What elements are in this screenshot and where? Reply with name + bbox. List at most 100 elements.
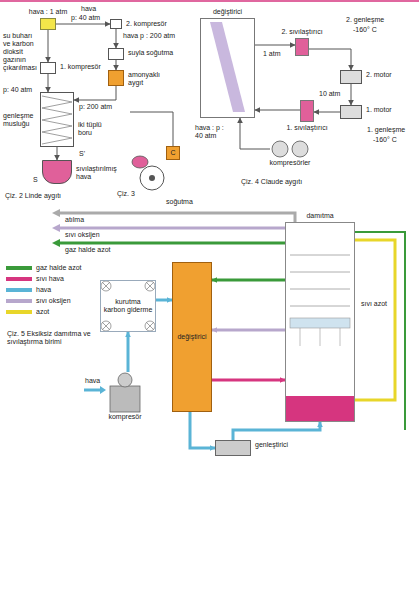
- node-text: damıtma: [305, 212, 334, 220]
- node-text: kurutma: [115, 298, 140, 306]
- legend-row: azot: [6, 306, 82, 317]
- legend-text: hava: [36, 286, 51, 293]
- legend-row: hava: [6, 284, 82, 295]
- node-text: kompresör: [107, 413, 142, 421]
- node-box: sıvılaştırılmış hava: [42, 160, 72, 184]
- legend-text: sıvı oksijen: [36, 297, 71, 304]
- connector: [48, 74, 49, 92]
- text-label: Çiz. 3: [116, 190, 136, 198]
- tray: [290, 272, 350, 273]
- outlet-line: [60, 227, 285, 230]
- node-text: sıvılaştırılmış hava: [75, 165, 113, 181]
- tube: [300, 328, 301, 346]
- node-box: suyla soğutma: [108, 48, 124, 60]
- liquid-air: [286, 396, 354, 421]
- text-label: -160° C: [372, 136, 398, 144]
- connector: [48, 30, 49, 62]
- node-box: 1. motor: [340, 105, 362, 119]
- text-label: 10 atm: [318, 90, 341, 98]
- legend-text: azot: [36, 308, 49, 315]
- node-box: genleştirici: [215, 440, 251, 456]
- node-box: kurutmakarbon giderme: [100, 280, 156, 332]
- connector: [116, 29, 117, 48]
- node-text: 1. motor: [365, 106, 393, 114]
- compressor-symbol: [272, 141, 288, 157]
- node-text: değiştirici: [177, 333, 206, 341]
- text-label: Çiz. 2 Linde aygıtı: [4, 192, 62, 200]
- text-label: genleşme musluğu: [2, 112, 40, 128]
- text-label: hava: [84, 377, 101, 385]
- node-box: değiştirici: [200, 18, 255, 118]
- legend-row: gaz halde azot: [6, 262, 82, 273]
- node-box: değiştirici: [172, 262, 212, 412]
- legend-swatch: [6, 277, 32, 281]
- legend-swatch: [6, 299, 32, 303]
- compressor-body: [110, 386, 140, 412]
- legend-text: sıvı hava: [36, 275, 64, 282]
- flask: [132, 156, 148, 168]
- node-box: iki tüplü boru: [40, 92, 74, 147]
- arrow-head: [52, 224, 60, 232]
- node-box: 2. kompresör: [110, 19, 122, 29]
- valve-cross: [102, 282, 154, 330]
- legend-row: sıvı oksijen: [6, 295, 82, 306]
- legend-row: sıvı hava: [6, 273, 82, 284]
- node-text: 2. kompresör: [125, 20, 168, 28]
- column-trays: [290, 255, 350, 306]
- node-text: hava : 1 atm: [28, 8, 69, 16]
- text-label: 1 atm: [262, 50, 282, 58]
- node-text: C: [170, 149, 175, 157]
- text-label: hava : p : 40 atm: [194, 124, 232, 140]
- text-label: su buharı ve karbon dioksit gazının çıka…: [2, 32, 40, 72]
- condenser: [290, 318, 350, 328]
- text-label: soğutma: [165, 198, 194, 206]
- text-label: p: 40 atm: [70, 14, 101, 22]
- node-text: 2. motor: [365, 71, 393, 79]
- node-inner: değiştirici: [173, 263, 211, 411]
- text-label: atılma: [64, 216, 85, 224]
- wheel: [140, 166, 164, 190]
- node-inner: C: [167, 147, 179, 159]
- connector: [233, 422, 320, 440]
- node-box: 2. sıvılaştırıcı: [295, 38, 309, 56]
- air-inlet: [84, 389, 100, 392]
- node-text: 1. sıvılaştırıcı: [285, 124, 328, 132]
- node-box: C: [166, 146, 180, 160]
- text-label: hava p : 200 atm: [122, 32, 176, 40]
- node-inner: kurutmakarbon giderme: [101, 281, 155, 331]
- connector: [240, 118, 270, 149]
- text-label: 2. genleşme: [345, 16, 385, 24]
- text-label: Çiz. 4 Claude aygıtı: [240, 178, 303, 186]
- text-label: -160° C: [352, 26, 378, 34]
- valve-symbols: [101, 281, 155, 331]
- node-text: karbon giderme: [104, 306, 153, 314]
- arrow-head: [52, 239, 60, 247]
- connector: [57, 147, 58, 160]
- connector: [212, 379, 285, 382]
- text-label: hava: [80, 5, 97, 13]
- wheel-hub: [149, 175, 155, 181]
- legend-swatch: [6, 288, 32, 292]
- node-text: 2. sıvılaştırıcı: [280, 28, 323, 36]
- node-box: hava : 1 atm: [40, 18, 56, 30]
- tube: [340, 328, 341, 346]
- pipe: [130, 112, 173, 146]
- connector: [127, 332, 130, 372]
- tray: [290, 255, 350, 256]
- compressor-symbol: [292, 141, 308, 157]
- node-box: kompresörler: [270, 140, 310, 158]
- node-box: amonyaklı aygıt: [108, 70, 124, 86]
- node-text: değiştirici: [212, 8, 243, 16]
- connector: [309, 49, 351, 70]
- connector: [255, 45, 295, 46]
- connector: [255, 110, 300, 111]
- connector: [351, 84, 352, 105]
- node-box: damıtma: [285, 222, 355, 422]
- legend-swatch: [6, 310, 32, 314]
- text-label: p: 40 atm: [2, 86, 40, 94]
- connector: [212, 279, 285, 282]
- legend-swatch: [6, 266, 32, 270]
- node-text: kompresörler: [269, 159, 312, 167]
- text-label: S': [78, 150, 86, 158]
- node-text: iki tüplü boru: [77, 121, 109, 137]
